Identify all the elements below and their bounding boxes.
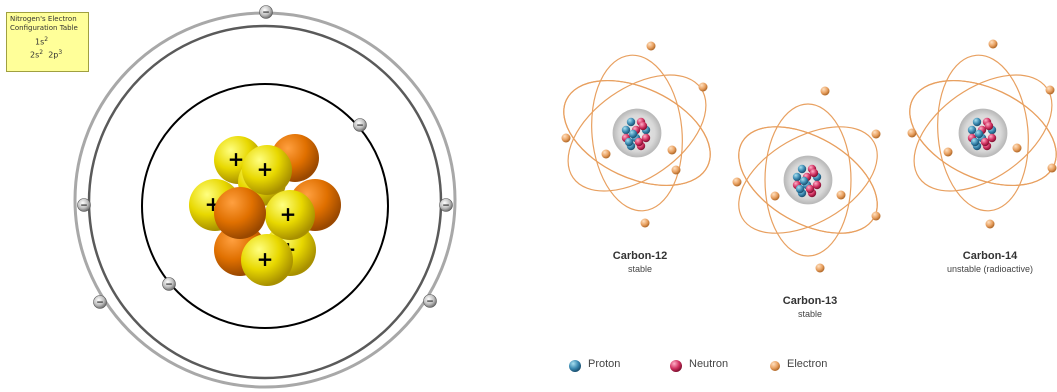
carbon-proton (628, 129, 638, 139)
carbon-proton (626, 117, 636, 127)
carbon-proton (624, 137, 634, 147)
carbon-electron (1012, 143, 1022, 153)
legend-proton-label: Proton (588, 358, 621, 370)
carbon-neutron (984, 121, 994, 131)
carbon-electron (646, 41, 656, 51)
electron-minus-sign: − (356, 121, 364, 131)
carbon-electron (640, 218, 650, 228)
carbon-electron (1045, 85, 1055, 95)
carbon-electron (985, 219, 995, 229)
legend-electron-label: Electron (787, 358, 828, 370)
config-table-title-line1: Nitrogen's Electron (10, 15, 77, 23)
carbon-electron (907, 128, 917, 138)
electron-sphere (439, 198, 453, 212)
carbon-neutron (980, 137, 990, 147)
carbon-electron (815, 263, 825, 273)
legend-neutron-label: Neutron (689, 358, 729, 370)
carbon-electron (671, 165, 681, 175)
carbon-proton (970, 137, 980, 147)
carbon-13-status: stable (797, 309, 823, 319)
carbon-14-caption: Carbon-14 unstable (radioactive) (925, 250, 1055, 274)
carbon-proton (974, 129, 984, 139)
legend-proton-marker (569, 360, 581, 372)
carbon-electron (732, 177, 742, 187)
carbon-electron (561, 133, 571, 143)
carbon-13-name: Carbon-13 (782, 295, 838, 307)
proton-plus-sign: + (280, 202, 297, 226)
carbon-proton (799, 176, 809, 186)
legend-neutron-marker (670, 360, 682, 372)
proton-plus-sign: + (257, 247, 274, 271)
carbon-13-atom (732, 86, 881, 273)
carbon-electron (698, 82, 708, 92)
proton-sphere (242, 145, 292, 195)
electron-sphere (259, 5, 273, 19)
electron-minus-sign: − (165, 280, 173, 290)
config-row-1: 1s2 (35, 36, 49, 47)
carbon-neutron (805, 184, 815, 194)
nitrogen-nucleus: +++++++ (189, 134, 341, 286)
carbon-proton (972, 117, 982, 127)
carbon-electron (667, 145, 677, 155)
electron-minus-sign: − (442, 201, 450, 211)
carbon-neutron (987, 133, 997, 143)
carbon-electron (871, 129, 881, 139)
carbon-13-caption: Carbon-13 stable (760, 295, 860, 319)
electron-minus-sign: − (426, 297, 434, 307)
carbon-neutron (641, 133, 651, 143)
carbon-12-atom (561, 41, 711, 228)
electron-sphere (353, 118, 367, 132)
carbon-electron (836, 190, 846, 200)
proton-sphere (265, 190, 315, 240)
carbon-proton (967, 125, 977, 135)
electron-minus-sign: − (80, 201, 88, 211)
carbon-neutron (634, 137, 644, 147)
carbon-electron (871, 211, 881, 221)
config-row-2: 2s2 2p3 (30, 48, 63, 60)
electron-sphere (93, 295, 107, 309)
carbon-proton (795, 184, 805, 194)
carbon-14-name: Carbon-14 (962, 250, 1018, 262)
inner-shell-orbit (141, 83, 389, 329)
config-table-title-line2: Configuration Table (10, 24, 78, 32)
carbon-electron (988, 39, 998, 49)
electron-orbit (738, 126, 878, 234)
carbon-neutron (812, 180, 822, 190)
carbon-electron (601, 149, 611, 159)
electron-minus-sign: − (96, 298, 104, 308)
carbon-proton (797, 164, 807, 174)
electron-sphere (423, 294, 437, 308)
proton-plus-sign: + (257, 157, 274, 181)
carbon-proton (621, 125, 631, 135)
carbon-12-status: stable (627, 264, 653, 274)
carbon-electron (1047, 163, 1057, 173)
nitrogen-electrons: − − − − − − − (77, 5, 453, 309)
electron-orbit (563, 79, 711, 187)
electron-sphere (77, 198, 91, 212)
carbon-proton (792, 172, 802, 182)
legend-electron-marker (770, 361, 780, 371)
carbon-electron (770, 191, 780, 201)
carbon-14-atom (907, 39, 1057, 229)
electron-configuration-table: Nitrogen's Electron Configuration Table … (6, 12, 89, 72)
electron-minus-sign: − (262, 8, 270, 18)
carbon-14-status: unstable (radioactive) (946, 264, 1034, 274)
nitrogen-atom: +++++++ − − − − − − − (73, 5, 457, 389)
carbon-electron (943, 147, 953, 157)
proton-sphere (241, 234, 293, 286)
proton-plus-sign: + (228, 147, 245, 171)
carbon-12-name: Carbon-12 (612, 250, 668, 262)
carbon-12-caption: Carbon-12 stable (590, 250, 690, 274)
carbon-neutron (638, 121, 648, 131)
electron-orbit (937, 54, 1029, 212)
electron-sphere (162, 277, 176, 291)
electron-orbit (764, 103, 852, 257)
neutron-sphere (214, 187, 266, 239)
carbon-electron (820, 86, 830, 96)
electron-orbit (591, 54, 683, 212)
carbon-neutron (809, 168, 819, 178)
